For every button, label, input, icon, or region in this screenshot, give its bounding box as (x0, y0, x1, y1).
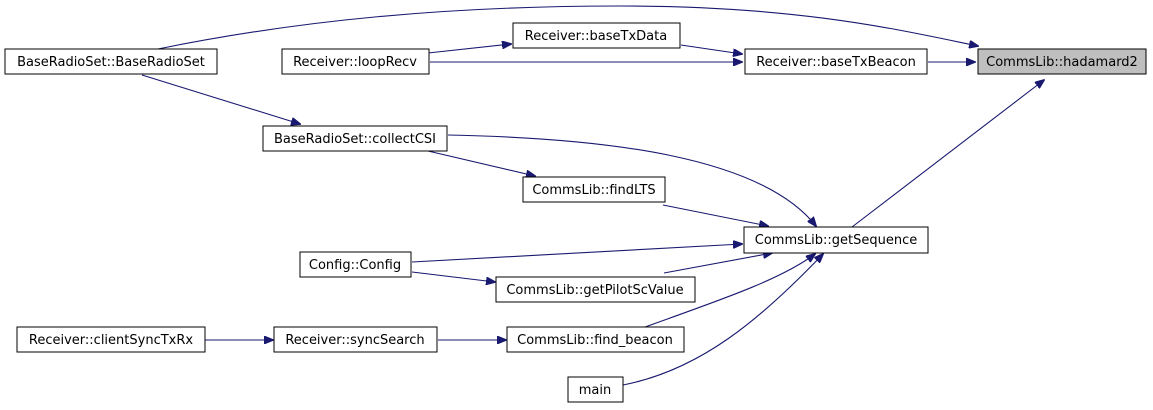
edge-collectcsi-findlts (427, 150, 535, 176)
node-label: main (579, 383, 611, 398)
edges (141, 5, 1044, 386)
node-label: BaseRadioSet::collectCSI (274, 132, 436, 147)
node-get-pilot-sc-value[interactable]: CommsLib::getPilotScValue (495, 276, 696, 303)
node-box (4, 48, 218, 75)
edge-config-getsequence (411, 244, 742, 263)
node-box (512, 22, 681, 49)
node-label: Receiver::loopRecv (293, 55, 417, 70)
node-box (273, 326, 438, 353)
node-label: Receiver::syncSearch (285, 333, 424, 348)
node-hadamard2[interactable]: CommsLib::hadamard2 (977, 48, 1147, 75)
node-label: Receiver::baseTxBeacon (756, 55, 916, 70)
node-base-tx-data[interactable]: Receiver::baseTxData (512, 22, 681, 49)
node-find-beacon[interactable]: CommsLib::find_beacon (506, 326, 685, 353)
node-label: Config::Config (309, 258, 401, 273)
node-get-sequence[interactable]: CommsLib::getSequence (743, 226, 929, 254)
edge-getsequence-hadamard2 (851, 80, 1044, 228)
node-box (506, 326, 685, 353)
edge-collectcsi-getsequence (447, 134, 816, 226)
node-base-radio-set[interactable]: BaseRadioSet::BaseRadioSet (4, 48, 218, 75)
edge-baseradioset-hadamard2 (157, 5, 978, 50)
edge-findlts-getsequence (662, 204, 768, 226)
edge-basetxdata-basetxbeacon (680, 44, 742, 54)
node-label: Receiver::baseTxData (525, 29, 667, 44)
node-box (16, 326, 206, 353)
node-sync-search[interactable]: Receiver::syncSearch (273, 326, 438, 353)
node-box (262, 125, 448, 152)
node-label: CommsLib::hadamard2 (986, 55, 1138, 70)
node-box (522, 176, 666, 203)
node-config[interactable]: Config::Config (299, 251, 412, 278)
node-label: CommsLib::getSequence (755, 233, 917, 248)
node-box (567, 376, 624, 403)
node-main[interactable]: main (567, 376, 624, 403)
edge-baseradioset-collectcsi (141, 74, 300, 124)
node-client-sync-tx-rx[interactable]: Receiver::clientSyncTxRx (16, 326, 206, 353)
node-box (977, 48, 1147, 75)
edge-config-getpilotscvalue (411, 271, 495, 282)
node-label: CommsLib::getPilotScValue (506, 283, 683, 298)
node-collect-csi[interactable]: BaseRadioSet::collectCSI (262, 125, 448, 152)
node-base-tx-beacon[interactable]: Receiver::baseTxBeacon (744, 48, 928, 75)
node-box (495, 276, 696, 303)
node-box (281, 48, 430, 75)
edge-looprecv-basetxdata (427, 44, 511, 54)
node-label: CommsLib::findLTS (532, 183, 655, 198)
node-label: BaseRadioSet::BaseRadioSet (17, 55, 205, 70)
node-box (743, 226, 929, 254)
node-label: CommsLib::find_beacon (517, 333, 673, 348)
edge-findbeacon-getsequence (644, 254, 815, 328)
node-box (299, 251, 412, 278)
edge-getpilotscvalue-getsequence (663, 253, 772, 274)
node-box (744, 48, 928, 75)
edge-main-getsequence (622, 254, 823, 386)
node-find-lts[interactable]: CommsLib::findLTS (522, 176, 666, 203)
node-loop-recv[interactable]: Receiver::loopRecv (281, 48, 430, 75)
node-label: Receiver::clientSyncTxRx (29, 333, 193, 348)
